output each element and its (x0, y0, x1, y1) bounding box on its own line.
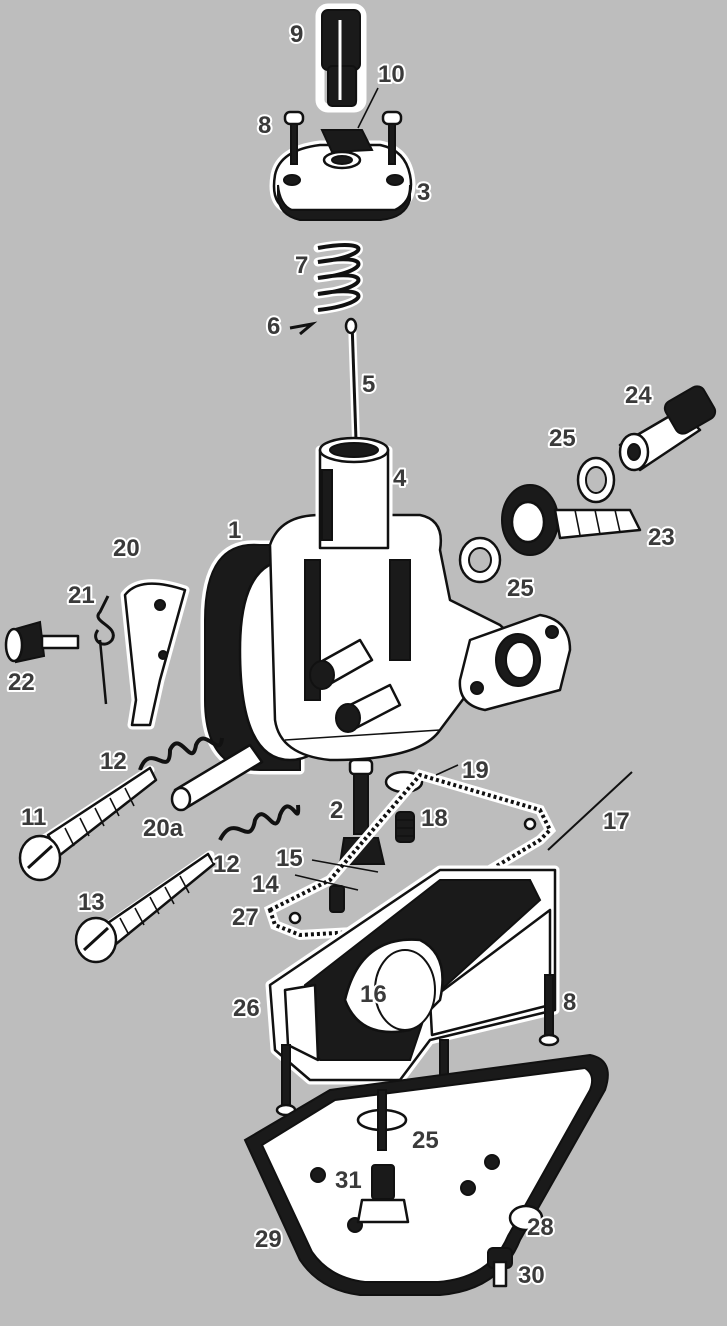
label-31: 31 (335, 1167, 362, 1194)
part-23-banjo-union (501, 484, 642, 556)
part-18-jet (395, 811, 415, 843)
part-8-screws-top (283, 110, 403, 165)
part-labels: 9 10 8 3 7 6 5 24 25 4 1 23 20 25 21 22 … (6, 19, 677, 1291)
part-10-nut (320, 87, 379, 154)
label-4: 4 (393, 465, 407, 492)
label-8-lower: 8 (563, 989, 576, 1016)
label-12-lower: 12 (213, 851, 240, 878)
label-6: 6 (267, 313, 280, 340)
label-25-lower: 25 (507, 575, 534, 602)
part-17-needle (547, 771, 633, 851)
gasket (263, 769, 557, 941)
label-15: 15 (276, 845, 303, 872)
part-20-lever (120, 579, 190, 730)
part-6-clip (289, 321, 318, 336)
part-9-cap (315, 3, 367, 113)
label-29: 29 (255, 1226, 282, 1253)
label-8: 8 (258, 112, 271, 139)
part-20a-shaft (170, 743, 264, 812)
part-28-washer (508, 1204, 544, 1232)
label-11: 11 (21, 804, 46, 831)
label-19: 19 (462, 757, 489, 784)
label-3: 3 (417, 179, 430, 206)
leader-lines (294, 764, 459, 891)
part-27-screw (329, 885, 345, 913)
label-9: 9 (290, 21, 303, 48)
part-3-top-cover (269, 140, 416, 221)
part-30-screw (487, 1247, 513, 1288)
body-pilot-bores (309, 638, 402, 733)
label-13: 13 (78, 889, 105, 916)
part-22-screw (4, 620, 80, 664)
label-22: 22 (8, 669, 35, 696)
label-16: 16 (360, 981, 387, 1008)
label-23: 23 (648, 524, 675, 551)
part-25-washer-base (356, 1089, 408, 1151)
part-1-body (200, 513, 507, 775)
part-25-washer-upper (576, 456, 616, 504)
label-20: 20 (113, 535, 140, 562)
part-29-base-plate (243, 1053, 609, 1296)
label-5: 5 (362, 371, 375, 398)
part-13-screw (74, 850, 216, 964)
label-2: 2 (330, 797, 343, 824)
label-21: 21 (68, 582, 95, 609)
label-7: 7 (295, 252, 308, 279)
part-12-spring-lower (218, 804, 301, 841)
label-12: 12 (100, 748, 127, 775)
part-24-banjo-bolt (618, 385, 717, 472)
label-28: 28 (527, 1214, 554, 1241)
label-20a: 20a (143, 815, 184, 842)
label-27: 27 (232, 904, 259, 931)
part-11-screw (18, 765, 158, 882)
part-5-needle (344, 317, 360, 441)
part-4-tower (315, 436, 393, 553)
intake-flange (458, 613, 572, 712)
label-10: 10 (378, 61, 405, 88)
label-26: 26 (233, 995, 260, 1022)
part-31-drain-plug (356, 1164, 410, 1224)
label-25: 25 (549, 425, 576, 452)
label-18: 18 (421, 805, 448, 832)
part-25-washer-lower (458, 536, 502, 584)
label-30: 30 (518, 1262, 545, 1289)
part-16-float (343, 938, 444, 1034)
label-1: 1 (228, 517, 241, 544)
label-17: 17 (603, 808, 630, 835)
part-7-spring (313, 240, 363, 315)
label-14: 14 (252, 871, 279, 898)
part-12-spring-upper (138, 736, 224, 771)
label-25-base: 25 (412, 1127, 439, 1154)
part-21-spring (94, 595, 115, 705)
label-24: 24 (625, 382, 652, 409)
